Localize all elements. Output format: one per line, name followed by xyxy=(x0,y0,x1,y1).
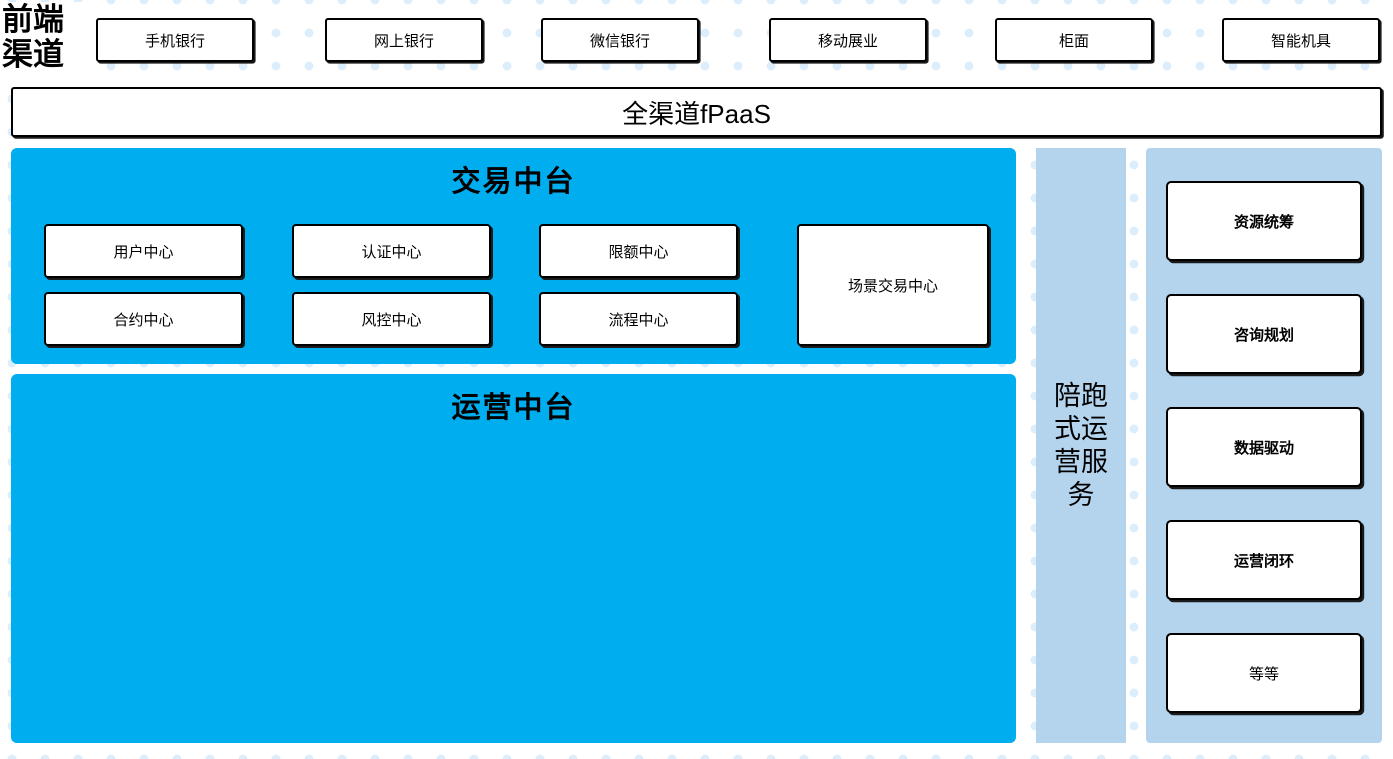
service-box-resource-coordination[interactable]: 资源统筹 xyxy=(1166,181,1362,261)
omnichannel-fpaas-bar[interactable]: 全渠道fPaaS xyxy=(11,87,1382,137)
ops-platform-title: 运营中台 xyxy=(451,392,576,424)
trade-box-auth-center[interactable]: 认证中心 xyxy=(292,224,491,278)
trade-platform-title: 交易中台 xyxy=(451,166,576,198)
service-capability-panel: 资源统筹 咨询规划 数据驱动 运营闭环 等等 xyxy=(1146,148,1382,743)
channel-box-online-bank[interactable]: 网上银行 xyxy=(325,18,483,62)
channel-box-mobile-bank[interactable]: 手机银行 xyxy=(96,18,254,62)
front-end-channel-label-line2: 渠道 xyxy=(2,37,64,72)
trade-box-risk-center[interactable]: 风控中心 xyxy=(292,292,491,346)
accompany-operation-service-label: 陪跑式运营服务 xyxy=(1054,380,1108,510)
trade-box-contract-center[interactable]: 合约中心 xyxy=(44,292,243,346)
accompany-operation-service-column: 陪跑式运营服务 xyxy=(1036,148,1126,743)
service-box-data-driven[interactable]: 数据驱动 xyxy=(1166,407,1362,487)
service-box-etc[interactable]: 等等 xyxy=(1166,633,1362,713)
trade-box-process-center[interactable]: 流程中心 xyxy=(539,292,738,346)
channel-box-mobile-field[interactable]: 移动展业 xyxy=(769,18,927,62)
service-box-operation-closed-loop[interactable]: 运营闭环 xyxy=(1166,520,1362,600)
trade-middle-platform-panel: 交易中台 用户中心 认证中心 限额中心 合约中心 风控中心 流程中心 场景交易中… xyxy=(11,148,1016,364)
front-end-channel-label: 前端 渠道 xyxy=(2,2,82,74)
channel-box-counter[interactable]: 柜面 xyxy=(995,18,1153,62)
trade-box-user-center[interactable]: 用户中心 xyxy=(44,224,243,278)
channel-box-smart-machine[interactable]: 智能机具 xyxy=(1222,18,1380,62)
service-box-consulting-planning[interactable]: 咨询规划 xyxy=(1166,294,1362,374)
trade-box-limit-center[interactable]: 限额中心 xyxy=(539,224,738,278)
operations-middle-platform-panel: 运营中台 xyxy=(11,374,1016,743)
front-end-channel-label-line1: 前端 xyxy=(2,2,64,37)
trade-box-scene-trade-center[interactable]: 场景交易中心 xyxy=(797,224,989,346)
channel-box-wechat-bank[interactable]: 微信银行 xyxy=(541,18,699,62)
